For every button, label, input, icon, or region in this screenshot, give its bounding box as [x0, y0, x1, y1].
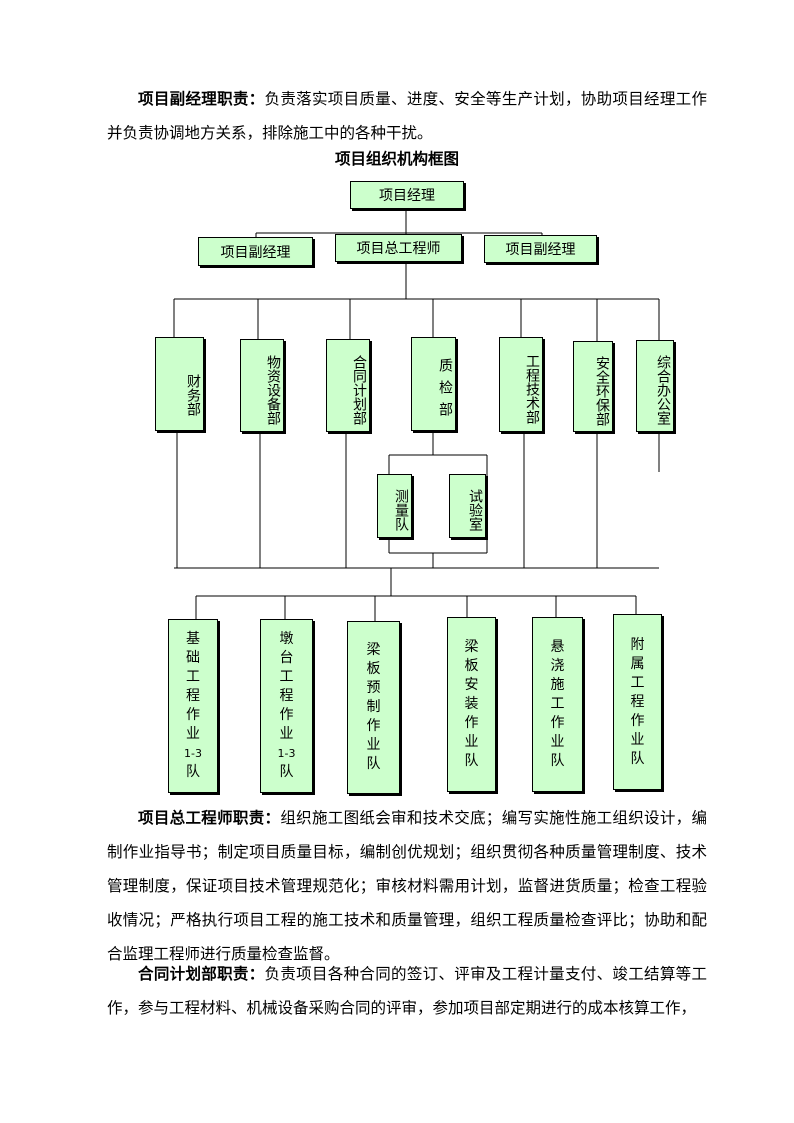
dept-office-box: 综合办公室 [636, 340, 674, 432]
team-label-char: 队 [464, 753, 479, 769]
team-label-char: 附 [630, 636, 645, 653]
dept-quality-box: 质检部 [411, 337, 456, 431]
team-label-char: 安 [464, 677, 479, 693]
org-chart-title: 项目组织机构框图 [334, 150, 459, 168]
team-label-char: 程 [186, 688, 200, 704]
team-label-char: 1-3 [184, 747, 202, 760]
unit-label: 试验室 [467, 489, 483, 531]
team-ancillary-box: 附属工程作业队 [613, 614, 662, 790]
deputy-manager-paragraph: 项目副经理职责：负责落实项目质量、进度、安全等生产计划，协助项目经理工作并负责协… [107, 82, 707, 150]
team-label-char: 队 [279, 764, 294, 780]
box-label: 项目副经理 [505, 242, 576, 258]
team-label-char: 工 [279, 669, 294, 685]
dept-label: 综合办公室 [655, 355, 671, 425]
paragraph-title: 合同计划部职责： [138, 965, 265, 983]
team-label-char: 业 [279, 726, 294, 742]
box-label: 项目总工程师 [356, 241, 441, 257]
team-label-char: 础 [186, 650, 200, 666]
dept-contract-box: 合同计划部 [326, 339, 370, 432]
team-label-char: 预 [366, 680, 381, 696]
team-label-char: 工 [186, 669, 200, 685]
paragraph-title: 项目副经理职责： [138, 90, 265, 108]
team-label-char: 工 [550, 696, 565, 712]
dept-label: 质检部 [437, 358, 453, 424]
team-label-char: 业 [550, 734, 565, 750]
chief-engineer-box: 项目总工程师 [335, 234, 462, 262]
team-label-char: 作 [630, 712, 645, 729]
dept-label: 工程技术部 [524, 353, 540, 424]
team-label-char: 作 [279, 707, 294, 723]
box-label: 项目副经理 [220, 244, 291, 261]
paragraph-text: 组织施工图纸会审和技术交底；编写实施性施工组织设计，编制作业指导书；制定项目质量… [107, 809, 707, 963]
unit-label: 测量队 [393, 489, 409, 531]
team-label-char: 台 [279, 650, 294, 666]
org-chart-connectors [173, 209, 660, 621]
team-beam-precast-box: 梁板预制作业队 [347, 621, 400, 794]
team-label-char: 施 [550, 677, 565, 693]
team-label-char: 工 [630, 674, 645, 691]
team-label-char: 作 [550, 715, 565, 731]
dept-label: 物资设备部 [265, 354, 281, 425]
dept-label: 财务部 [185, 374, 201, 416]
team-label-char: 板 [366, 661, 381, 677]
team-label-char: 浇 [550, 658, 565, 674]
team-label-char: 业 [630, 731, 645, 748]
team-label-char: 基 [186, 631, 200, 647]
dept-label: 安全环保部 [594, 355, 610, 426]
survey-team-box: 测量队 [377, 474, 412, 538]
team-label-char: 业 [464, 734, 479, 750]
team-pier-box: 墩台工程作业 1-3 队 [260, 619, 313, 793]
team-label-char: 业 [186, 726, 200, 742]
team-label-char: 制 [366, 699, 381, 715]
paragraph-text: 负责落实项目质量、进度、安全等生产计划，协助项目经理工作并负责协调地方关系，排除… [107, 90, 707, 142]
team-label-char: 队 [550, 753, 565, 769]
deputy-manager-left-box: 项目副经理 [198, 237, 313, 266]
team-label-char: 板 [464, 658, 479, 674]
dept-finance-box: 财务部 [155, 337, 204, 431]
dept-label: 合同计划部 [351, 354, 367, 425]
team-label-char: 1-3 [277, 747, 296, 760]
team-label-char: 墩 [279, 631, 294, 647]
dept-engineering-box: 工程技术部 [499, 337, 543, 432]
team-label-char: 梁 [366, 642, 381, 658]
team-label-char: 业 [366, 737, 381, 753]
team-label-char: 悬 [550, 639, 565, 655]
team-label-char: 作 [366, 718, 381, 734]
project-manager-box: 项目经理 [350, 181, 464, 209]
team-label-char: 程 [630, 693, 645, 710]
paragraph-text: 负责项目各种合同的签订、评审及工程计量支付、竣工结算等工作，参与工程材料、机械设… [107, 965, 707, 1017]
team-cast-in-place-box: 悬浇施工作业队 [532, 617, 583, 792]
team-label-char: 作 [186, 707, 200, 723]
team-label-char: 装 [464, 696, 479, 712]
team-label-char: 队 [630, 750, 645, 767]
dept-safety-box: 安全环保部 [573, 341, 613, 432]
team-beam-install-box: 梁板安装作业队 [447, 617, 496, 792]
lab-box: 试验室 [449, 474, 486, 538]
team-label-char: 程 [279, 688, 294, 704]
team-label-char: 梁 [464, 639, 479, 655]
team-label-char: 作 [464, 715, 479, 731]
contract-dept-paragraph: 合同计划部职责：负责项目各种合同的签订、评审及工程计量支付、竣工结算等工作，参与… [107, 957, 707, 1025]
team-label-char: 队 [366, 756, 381, 772]
box-label: 项目经理 [379, 188, 435, 204]
team-label-char: 队 [186, 764, 200, 780]
deputy-manager-right-box: 项目副经理 [484, 235, 597, 263]
dept-materials-box: 物资设备部 [240, 339, 284, 432]
chief-engineer-paragraph: 项目总工程师职责：组织施工图纸会审和技术交底；编写实施性施工组织设计，编制作业指… [107, 801, 707, 971]
team-label-char: 属 [630, 655, 645, 672]
team-foundation-box: 基础工程作业 1-3 队 [168, 619, 218, 793]
paragraph-title: 项目总工程师职责： [138, 809, 281, 827]
